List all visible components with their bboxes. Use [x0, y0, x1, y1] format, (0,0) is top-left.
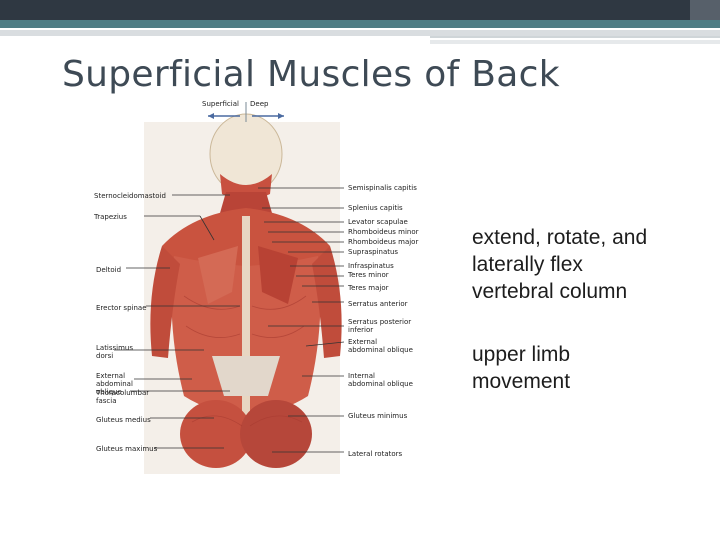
label-sternocleidomastoid: Sternocleidomastoid	[94, 192, 166, 200]
note-line-3: vertebral column	[472, 278, 647, 305]
label-rhomboideus-minor: Rhomboideus minor	[348, 228, 419, 236]
label-supraspinatus: Supraspinatus	[348, 248, 398, 256]
label-teres-major: Teres major	[348, 284, 389, 292]
slide-title: Superficial Muscles of Back	[62, 54, 560, 95]
label-gluteus-maximus: Gluteus maximus	[96, 445, 157, 453]
label-internal-abdominal-oblique: Internal abdominal oblique	[348, 372, 414, 388]
label-latissimus-dorsi: Latissimus dorsi	[96, 344, 138, 360]
label-splenius-capitis: Splenius capitis	[348, 204, 403, 212]
header-end-block	[690, 0, 720, 20]
label-serratus-anterior: Serratus anterior	[348, 300, 408, 308]
back-muscles-illustration: Superficial Deep Sternocleidomastoid Tra…	[92, 96, 432, 476]
label-levator-scapulae: Levator scapulae	[348, 218, 408, 226]
label-gluteus-minimus: Gluteus minimus	[348, 412, 407, 420]
label-external-abdominal-oblique-right: External abdominal oblique	[348, 338, 414, 354]
label-erector-spinae: Erector spinae	[96, 304, 147, 312]
function-note-upper-limb: upper limb movement	[472, 341, 570, 395]
label-teres-minor: Teres minor	[348, 271, 389, 279]
toggle-deep-label: Deep	[250, 100, 268, 108]
label-lateral-rotators: Lateral rotators	[348, 450, 402, 458]
label-gluteus-medius: Gluteus medius	[96, 416, 151, 424]
label-thoracolumbar-fascia: Thoracolumbar fascia	[96, 389, 134, 405]
label-rhomboideus-major: Rhomboideus major	[348, 238, 418, 246]
note-line-5: movement	[472, 368, 570, 395]
label-serratus-posterior-inferior: Serratus posterior inferior	[348, 318, 414, 334]
function-note-vertebral: extend, rotate, and laterally flex verte…	[472, 224, 647, 305]
label-deltoid: Deltoid	[96, 266, 121, 274]
header-dark-band	[0, 0, 690, 20]
note-line-1: extend, rotate, and	[472, 224, 647, 251]
header-rule-accent-light	[430, 40, 720, 44]
toggle-superficial-label: Superficial	[202, 100, 239, 108]
label-infraspinatus: Infraspinatus	[348, 262, 394, 270]
note-line-2: laterally flex	[472, 251, 647, 278]
note-line-4: upper limb	[472, 341, 570, 368]
label-trapezius: Trapezius	[94, 213, 127, 221]
header-teal-band	[0, 20, 720, 28]
header-rule-accent	[430, 36, 720, 38]
slide-header-bar	[0, 0, 720, 28]
label-semispinalis-capitis: Semispinalis capitis	[348, 184, 417, 192]
